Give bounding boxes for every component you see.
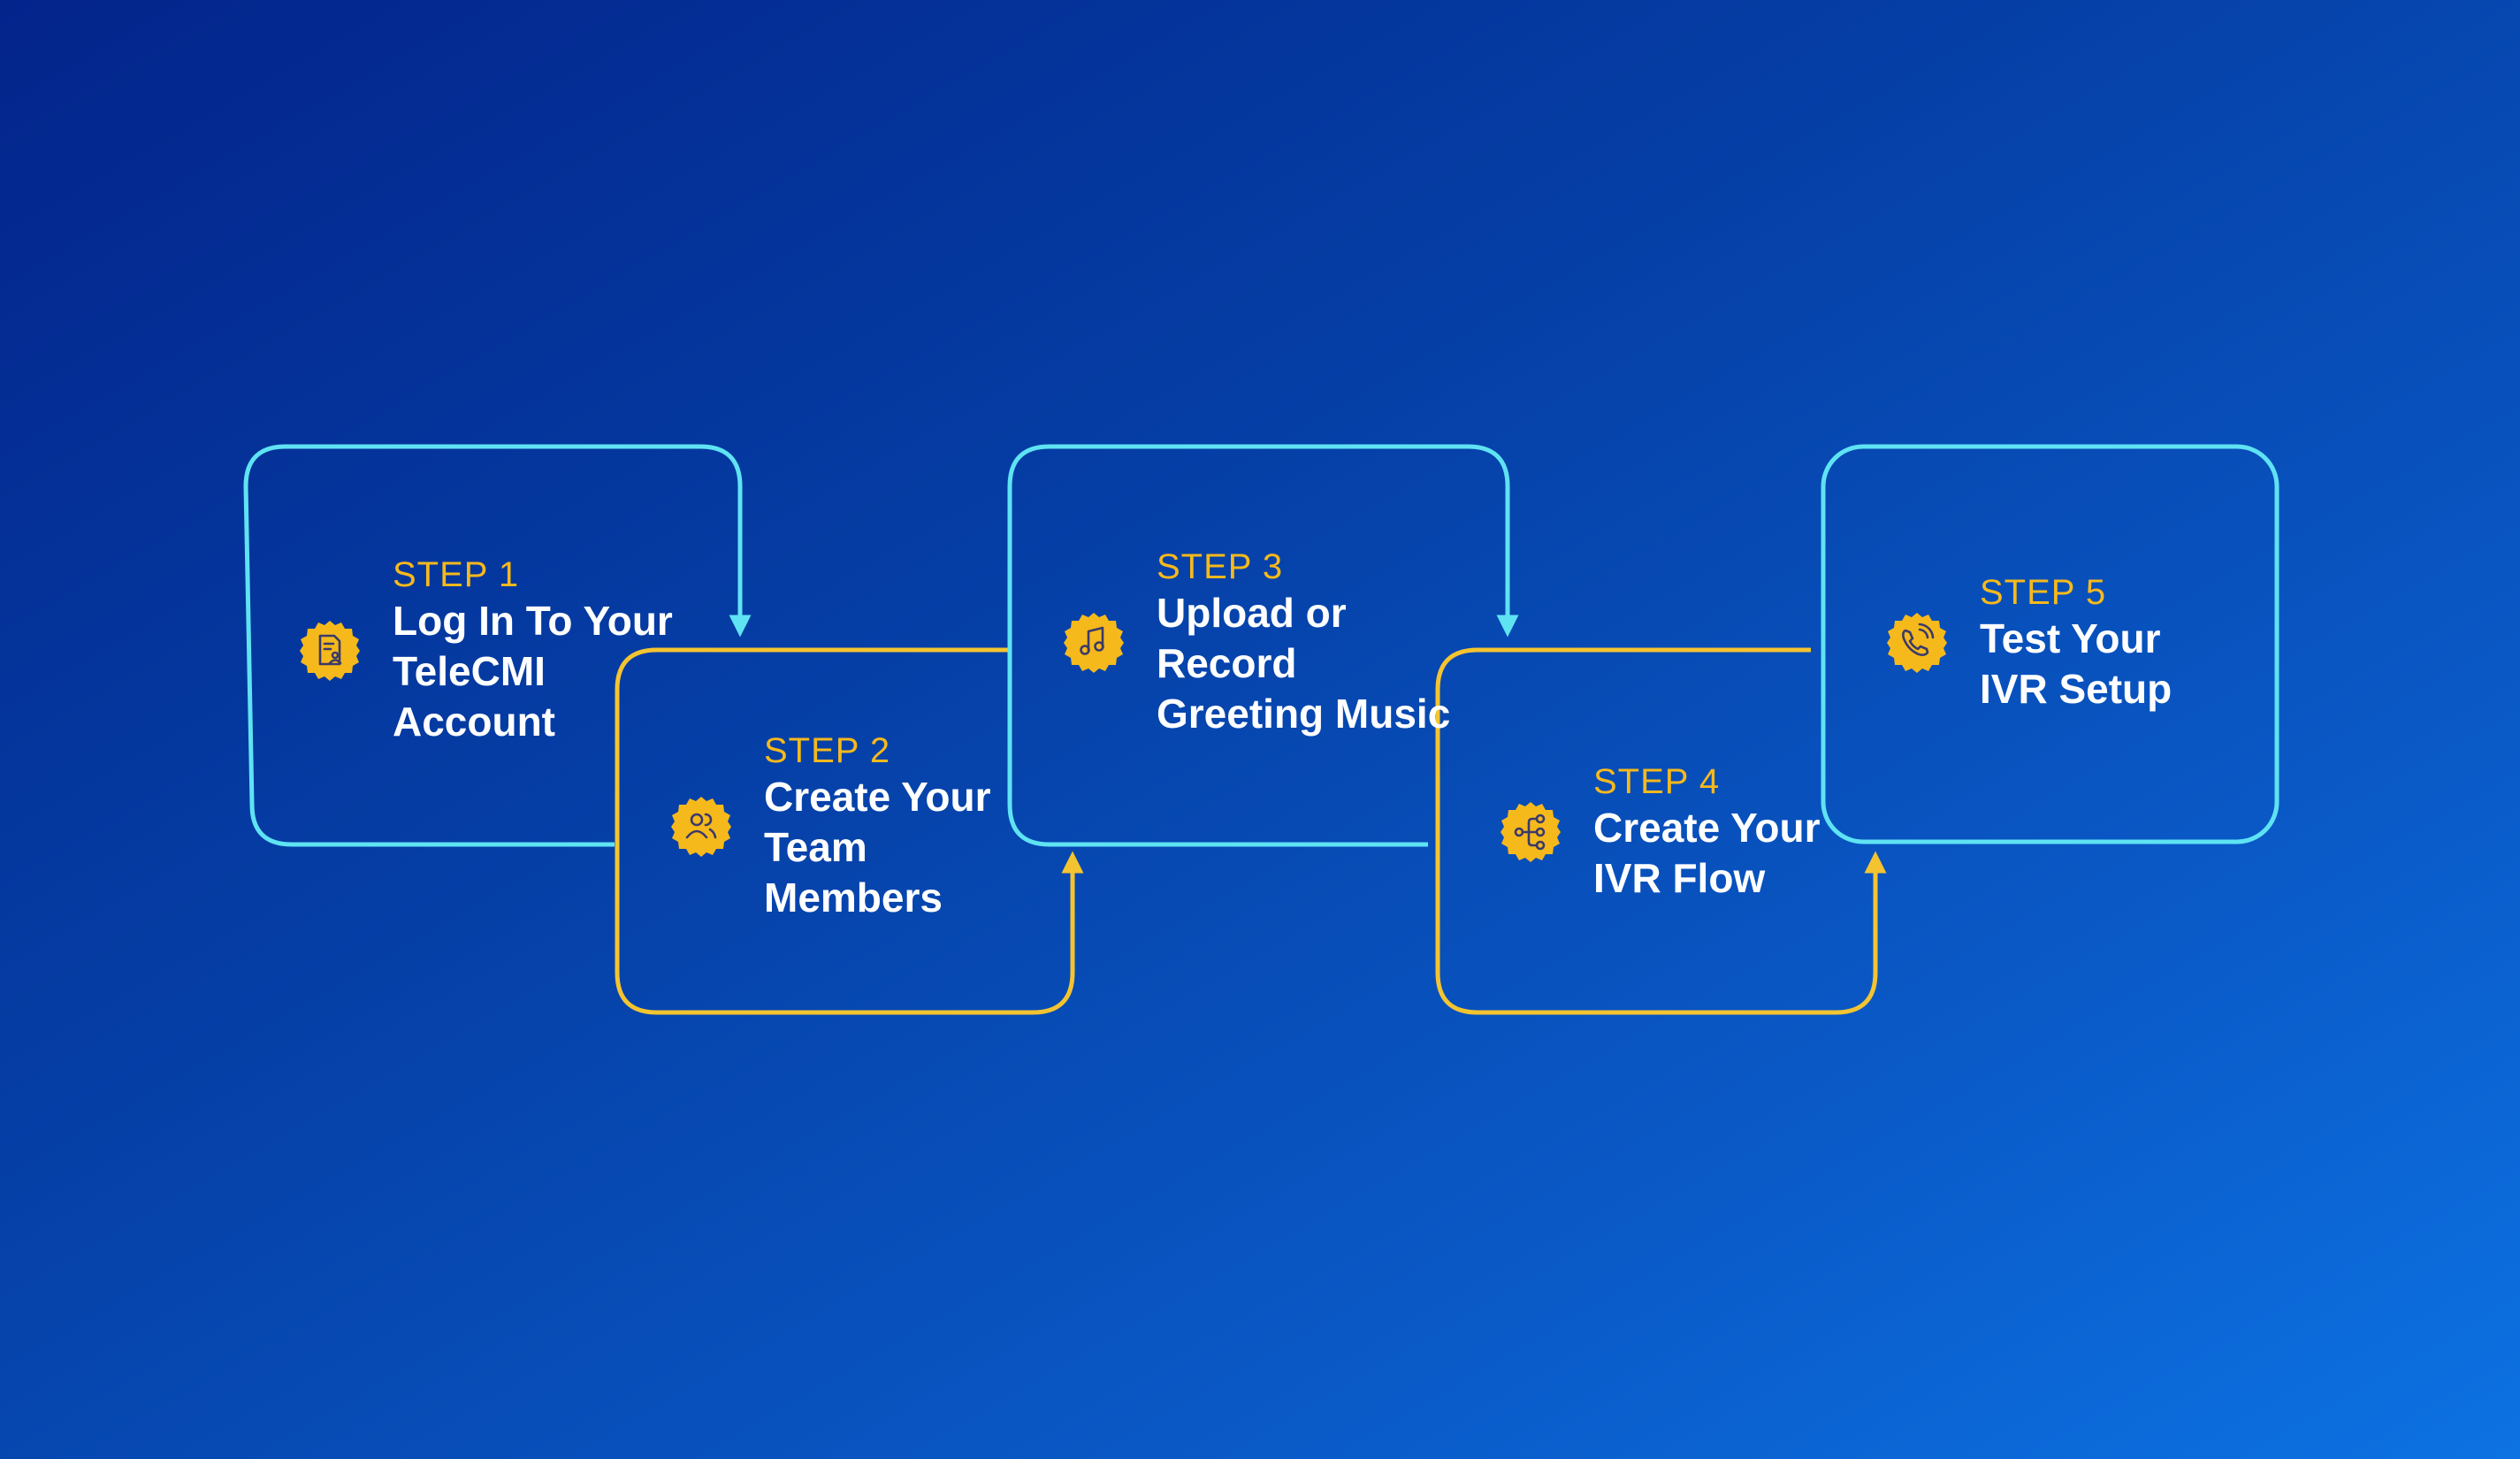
step-5-title: Test Your IVR Setup — [1980, 615, 2173, 712]
phone-call-icon — [1886, 612, 1948, 674]
step-3-outline — [1007, 444, 1519, 847]
document-user-icon — [299, 620, 361, 682]
step-3-title: Upload or Record Greeting Music — [1157, 590, 1451, 737]
step-2-title: Create Your Team Members — [764, 774, 991, 920]
music-note-icon — [1063, 612, 1125, 674]
phone-call-icon-badge — [1887, 613, 1947, 673]
music-note-icon-badge — [1064, 612, 1124, 673]
step-4: STEP 4 Create Your IVR Flow — [1500, 760, 1821, 904]
step-3: STEP 3 Upload or Record Greeting Music — [1063, 546, 1450, 739]
step-4-label: STEP 4 — [1593, 762, 1721, 801]
step-2: STEP 2 Create Your Team Members — [670, 730, 991, 923]
step-4-title: Create Your IVR Flow — [1593, 805, 1821, 901]
step-5: STEP 5 Test Your IVR Setup — [1886, 571, 2172, 714]
step-2-outline — [615, 647, 1084, 1015]
users-icon-badge — [671, 796, 731, 857]
step-5-label: STEP 5 — [1980, 573, 2107, 612]
flow-share-icon — [1500, 801, 1562, 863]
step-1-label: STEP 1 — [393, 555, 520, 594]
step-4-outline — [1435, 647, 1887, 1015]
step-1-outline — [243, 444, 752, 847]
step-1-title: Log In To Your TeleCMI Account — [393, 598, 673, 745]
users-icon — [670, 796, 732, 858]
step-5-outline — [1821, 444, 2279, 844]
step-2-label: STEP 2 — [764, 731, 891, 770]
step-1: STEP 1 Log In To Your TeleCMI Account — [299, 554, 673, 747]
document-user-icon-badge — [300, 620, 360, 681]
step-3-label: STEP 3 — [1157, 547, 1284, 586]
